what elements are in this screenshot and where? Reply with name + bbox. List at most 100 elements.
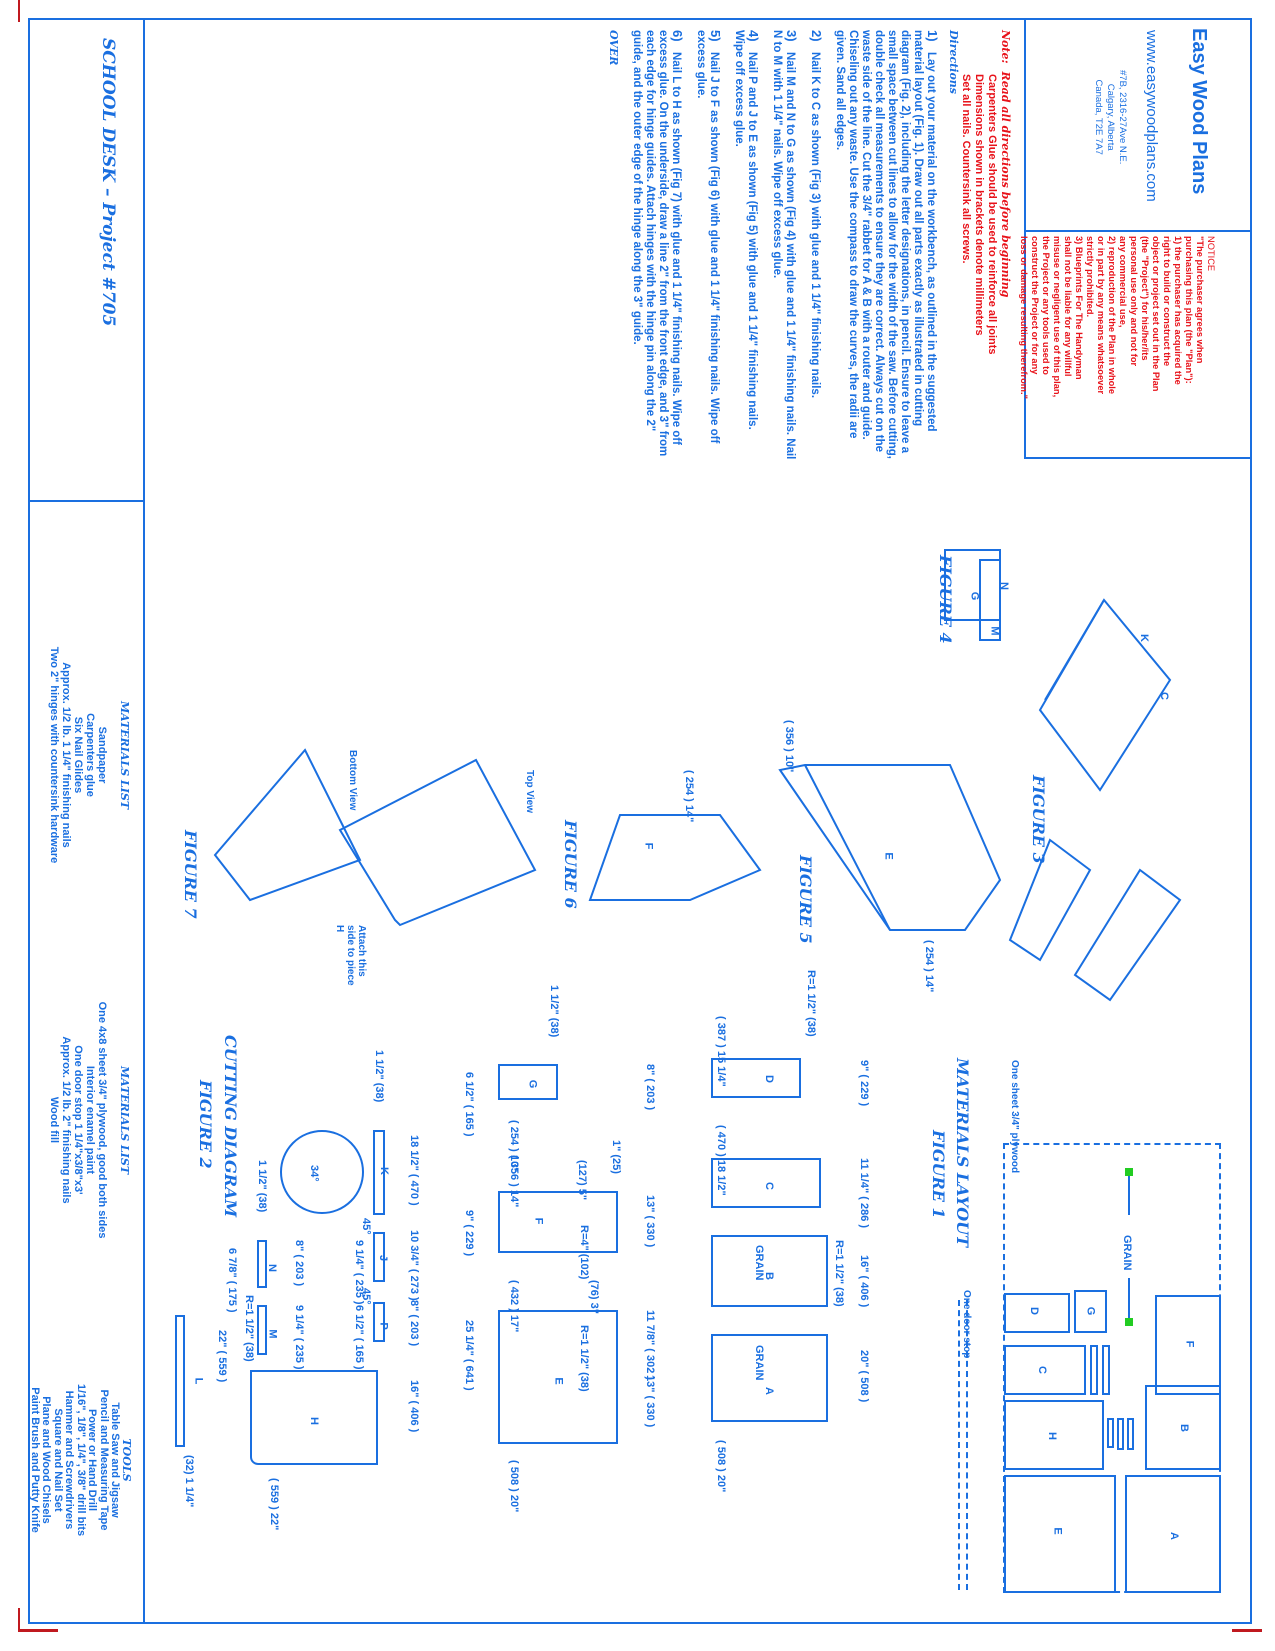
crop-mark (18, 1629, 58, 1632)
fig5-dim: ( 356 ) 10" (783, 720, 795, 773)
notice-block: NOTICE "The purchaser agrees when purcha… (1018, 236, 1216, 399)
address-line: Canada, T2E 7A7 (1093, 79, 1104, 155)
dim-w: ( 559 ) 22" (268, 1478, 280, 1531)
part-label: D (762, 1075, 775, 1083)
material-item: Sandpaper (96, 726, 108, 784)
material-item: Interior enamel paint (84, 1065, 96, 1175)
part-label: C (762, 1182, 775, 1190)
notice-line: or in part by any means whatsoever (1096, 236, 1106, 395)
direction-step: 6)Nail L to H as shown (Fig 7) with glue… (631, 30, 685, 457)
dim-h2: 13" ( 330 ) (644, 1375, 656, 1428)
notice-line: object or project set out in the Plan (1151, 236, 1161, 392)
layout-part-G (1074, 1290, 1107, 1333)
website-link[interactable]: www.easywoodplans.com (1143, 30, 1160, 202)
dim-w: ( 470 ) 18 1/2" (715, 1125, 727, 1196)
dim-h: 8" ( 203 ) (408, 1300, 420, 1347)
address-line: #7B, 2316-27Ave N.E. (1117, 70, 1128, 165)
tool-item: Plane and Wood Chisels (40, 1396, 53, 1524)
note-heading: Read all directions before beginning (999, 71, 1012, 298)
tool-item: Hammer and Screwdrivers (63, 1390, 76, 1530)
direction-step: 3)Nail M and N to G as shown (Fig 4) wit… (771, 30, 799, 460)
crop-mark (1232, 1629, 1262, 1632)
brand-block: Easy Wood Plans (1187, 28, 1210, 194)
dim-h: 20" ( 508 ) (858, 1350, 870, 1403)
dim-top2: (76) 3" (588, 1280, 600, 1314)
grain-label: GRAIN (753, 1345, 765, 1381)
dim-radius: R=1 1/2" (38) (805, 970, 817, 1037)
header-divider (1024, 18, 1026, 458)
notice-line: "The purchaser agrees when (1195, 236, 1205, 364)
dim-notch: 1 1/2" (38) (548, 985, 560, 1038)
cut-part-H (250, 1370, 378, 1465)
figure-1-label: FIGURE 1 (929, 1130, 948, 1219)
part-label: C (1035, 1366, 1048, 1374)
direction-step: 2)Nail K to C as shown (Fig 3) with glue… (809, 30, 824, 399)
dim-t: 1 1/2" (38) (256, 1160, 268, 1213)
notice-line: (the "Project") for his/her/its (1140, 236, 1150, 361)
part-label: M (266, 1329, 279, 1339)
detail-circle-N (280, 1130, 364, 1214)
layout-part-E (1004, 1475, 1116, 1593)
title-block-split (28, 500, 144, 502)
fig6-label-F: F (642, 842, 655, 850)
figure-5-drawing (778, 764, 1002, 931)
part-label: H (1045, 1432, 1058, 1440)
part-label: A (762, 1387, 775, 1395)
cut-part-C (711, 1158, 821, 1208)
part-label: B (1177, 1424, 1190, 1432)
notice-line: any commercial use, (1118, 236, 1128, 328)
dim-h: 25 1/4" ( 641 ) (463, 1320, 475, 1391)
layout-part-M (1127, 1418, 1134, 1450)
dim-h: 16" ( 406 ) (858, 1255, 870, 1308)
website-url[interactable]: www.easywoodplans.com (1143, 30, 1160, 202)
brand-name: Easy Wood Plans (1188, 28, 1210, 195)
fig3-label-K: K (1137, 634, 1150, 642)
dim-top: ( 432 ) 17" (508, 1280, 520, 1333)
fig4-label-G: G (968, 591, 981, 601)
figure-7-drawing (213, 748, 537, 927)
grain-arrowhead (1125, 1318, 1133, 1326)
door-stop-L (958, 1300, 968, 1590)
dim-w3: 1" (25) (610, 1140, 622, 1174)
layout-part-C (1004, 1345, 1086, 1395)
dim-radius: R=1 1/2" (38) (243, 1295, 255, 1362)
dim-w: ( 508 ) 20" (715, 1440, 727, 1493)
materials-list-1: MATERIALS LIST Sandpaper Carpenters glue… (48, 590, 131, 920)
dim-t: 1 1/2" (38) (373, 1050, 385, 1103)
dim-h: 18 1/2" ( 470 ) (408, 1135, 420, 1206)
layout-part-H (1004, 1400, 1104, 1470)
cut-part-L (175, 1315, 185, 1447)
dim-h: 11 1/4" ( 286 ) (858, 1158, 870, 1229)
grain-arrow (1128, 1170, 1130, 1215)
dim-h1: 11 7/8" ( 302 ) (644, 1310, 656, 1381)
dim-angle: 45° (360, 1218, 372, 1235)
materials-list-2: MATERIALS LIST One 4x8 sheet 3/4" plywoo… (48, 960, 131, 1280)
layout-part-N (1117, 1418, 1124, 1450)
notice-line: the Project or any tools used to (1041, 236, 1051, 375)
address-block: #7B, 2316-27Ave N.E. Calgary, Alberta Ca… (1092, 70, 1128, 164)
cut-part-F (498, 1191, 618, 1253)
part-label: E (552, 1377, 565, 1385)
dim-h: 8" ( 203 ) (293, 1240, 305, 1287)
layout-part-P (1107, 1418, 1114, 1448)
address-line: Calgary, Alberta (1105, 83, 1116, 151)
material-item: Approx. 1/2 lb. 1 1/4" finishing nails (60, 662, 72, 848)
figure-2-title: CUTTING DIAGRAM (221, 1035, 240, 1218)
notice-line: misuse or negligent use of this plan, (1052, 236, 1062, 398)
notice-title: NOTICE (1206, 236, 1216, 272)
cut-part-M (257, 1305, 267, 1355)
grain-arrowhead (1125, 1168, 1133, 1176)
figure-6-label: FIGURE 6 (561, 820, 580, 909)
material-item: Carpenters glue (84, 713, 96, 797)
dim-h: 10 3/4" ( 273 ) (408, 1230, 420, 1301)
layout-part-F (1155, 1295, 1221, 1395)
notice-line: strictly prohibited. (1085, 236, 1095, 318)
over-label: OVER (607, 30, 620, 66)
dim-angle: 34° (308, 1165, 320, 1182)
cut-part-E (498, 1310, 618, 1444)
dim-inner: 6 1/2" ( 165 ) (353, 1305, 365, 1370)
figure-5-label: FIGURE 5 (796, 855, 815, 944)
part-label: F (532, 1217, 545, 1225)
crop-mark (18, 1608, 20, 1630)
dim-inner: 6 1/2" ( 165 ) (463, 1072, 475, 1137)
